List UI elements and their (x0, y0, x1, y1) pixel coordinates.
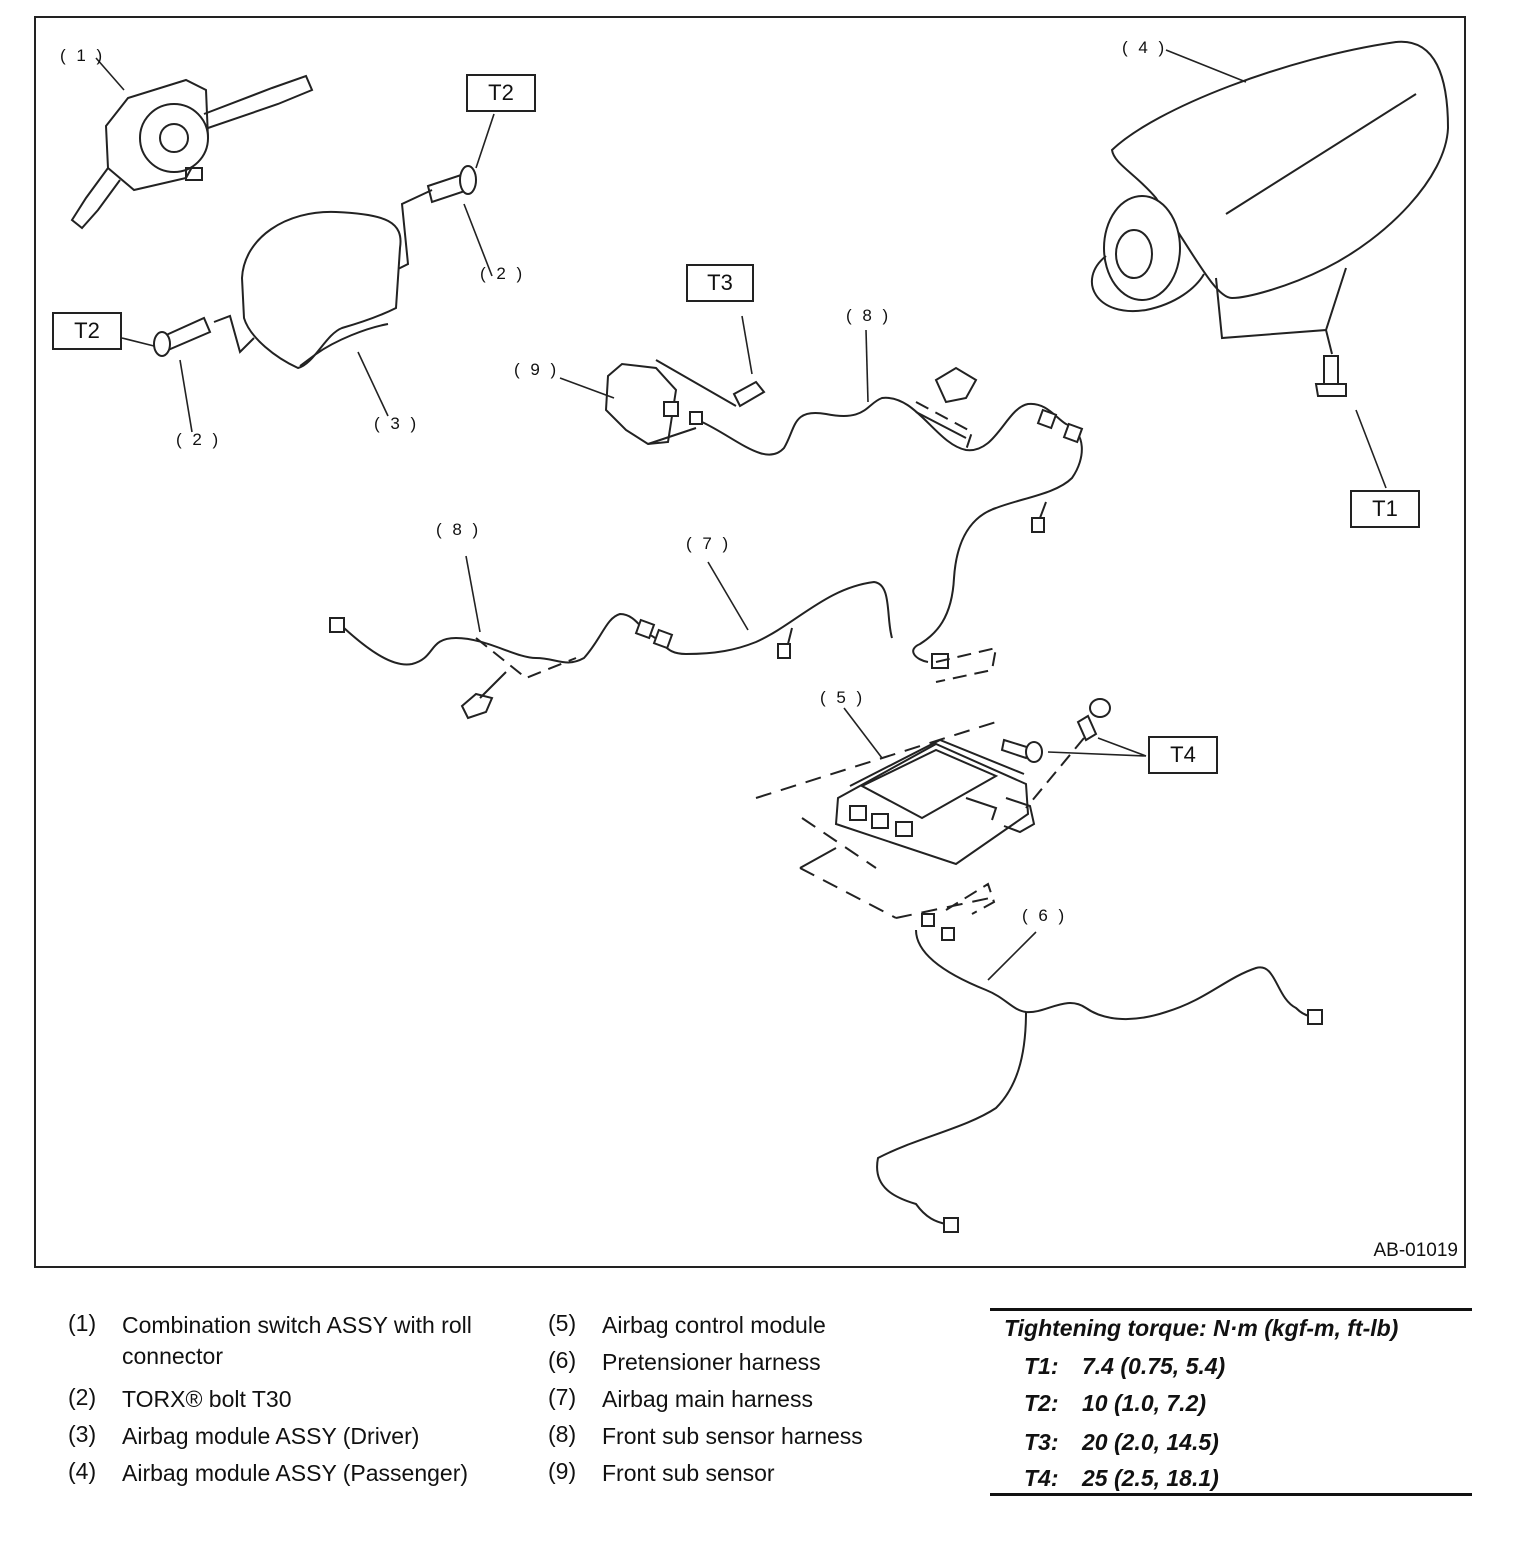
legend-number: (6) (548, 1347, 577, 1373)
legend-number: (4) (68, 1458, 97, 1484)
torque-value: 10 (1.0, 7.2) (1082, 1390, 1207, 1416)
legend-column-1: (1) Combination switch ASSY with roll co… (68, 1310, 528, 1495)
pretensioner-harness-drawing (876, 882, 1323, 1233)
front-sub-sensor-drawing (604, 359, 766, 446)
passenger-airbag-drawing (1090, 40, 1450, 397)
airbag-control-module-drawing (755, 721, 1036, 919)
torque-tag-t4: T4 (1148, 736, 1218, 774)
legend-text: Airbag main harness (602, 1386, 813, 1412)
legend-item: (5) Airbag control module (548, 1310, 968, 1347)
legend-text: TORX® bolt T30 (122, 1386, 292, 1412)
t4-bolts-drawing (1000, 698, 1111, 809)
callout-6: ( 6 ) (1022, 906, 1068, 925)
legend-number: (7) (548, 1384, 577, 1410)
torque-key: T4: (1024, 1465, 1059, 1491)
exploded-diagram: ( 1 ) ( 2 ) ( 2 ) ( 3 ) ( 4 ) ( 5 ) ( 6 … (34, 16, 1466, 1268)
callout-2-left: ( 2 ) (176, 430, 222, 449)
callout-9: ( 9 ) (514, 360, 560, 379)
torque-key: T1: (1024, 1353, 1059, 1379)
torque-header: Tightening torque: N·m (kgf-m, ft-lb) (1004, 1315, 1399, 1341)
legend-text: Airbag control module (602, 1312, 826, 1338)
callout-1: ( 1 ) (60, 46, 106, 65)
callout-5: ( 5 ) (820, 688, 866, 707)
callout-2-upper: ( 2 ) (480, 264, 526, 283)
torque-key: T2: (1024, 1390, 1059, 1416)
bolt-left-drawing (153, 314, 255, 357)
upper-harness-drawing (689, 366, 1084, 683)
torque-row-t3: T3: 20 (2.0, 14.5) (1024, 1429, 1219, 1456)
legend-column-2: (5) Airbag control module (6) Pretension… (548, 1310, 968, 1495)
legend-item: (4) Airbag module ASSY (Passenger) (68, 1458, 528, 1495)
legend-item: (1) Combination switch ASSY with roll co… (68, 1310, 528, 1384)
torque-row-t1: T1: 7.4 (0.75, 5.4) (1024, 1353, 1225, 1380)
legend-item: (3) Airbag module ASSY (Driver) (68, 1421, 528, 1458)
legend-number: (3) (68, 1421, 97, 1447)
combination-switch-drawing (70, 74, 314, 230)
legend-number: (2) (68, 1384, 97, 1410)
legend-number: (8) (548, 1421, 577, 1447)
torque-value: 25 (2.5, 18.1) (1082, 1465, 1219, 1491)
torque-tag-t2-left: T2 (52, 312, 122, 350)
torque-value: 7.4 (0.75, 5.4) (1082, 1353, 1226, 1379)
legend-number: (9) (548, 1458, 577, 1484)
legend-item: (6) Pretensioner harness (548, 1347, 968, 1384)
legend-text: Combination switch ASSY with roll connec… (122, 1312, 472, 1369)
torque-row-t2: T2: 10 (1.0, 7.2) (1024, 1390, 1206, 1417)
bolt-upper-drawing (395, 165, 477, 271)
legend-number: (1) (68, 1310, 97, 1336)
torque-table: Tightening torque: N·m (kgf-m, ft-lb) T1… (990, 1308, 1472, 1496)
legend-text: Front sub sensor harness (602, 1423, 863, 1449)
leader-lines (95, 49, 1387, 981)
diagram-drawing (70, 40, 1450, 1233)
torque-value: 20 (2.0, 14.5) (1082, 1429, 1219, 1455)
torque-tag-t3: T3 (686, 264, 754, 302)
legend-item: (9) Front sub sensor (548, 1458, 968, 1495)
legend-text: Front sub sensor (602, 1460, 775, 1486)
callout-3: ( 3 ) (374, 414, 420, 433)
legend-number: (5) (548, 1310, 577, 1336)
lower-harness-drawing (329, 580, 893, 720)
torque-row-t4: T4: 25 (2.5, 18.1) (1024, 1465, 1219, 1492)
figure-id: AB-01019 (1373, 1240, 1458, 1261)
torque-tag-t2-upper: T2 (466, 74, 536, 112)
torque-tag-t1: T1 (1350, 490, 1420, 528)
callout-7: ( 7 ) (686, 534, 732, 553)
legend: (1) Combination switch ASSY with roll co… (0, 1300, 1520, 1520)
torque-key: T3: (1024, 1429, 1059, 1455)
legend-text: Airbag module ASSY (Passenger) (122, 1460, 469, 1486)
legend-item: (8) Front sub sensor harness (548, 1421, 968, 1458)
legend-item: (7) Airbag main harness (548, 1384, 968, 1421)
callout-4: ( 4 ) (1122, 38, 1168, 57)
legend-text: Pretensioner harness (602, 1349, 821, 1375)
callout-8-upper: ( 8 ) (846, 306, 892, 325)
driver-airbag-drawing (240, 210, 402, 370)
legend-text: Airbag module ASSY (Driver) (122, 1423, 420, 1449)
legend-item: (2) TORX® bolt T30 (68, 1384, 528, 1421)
callout-8-lower: ( 8 ) (436, 520, 482, 539)
